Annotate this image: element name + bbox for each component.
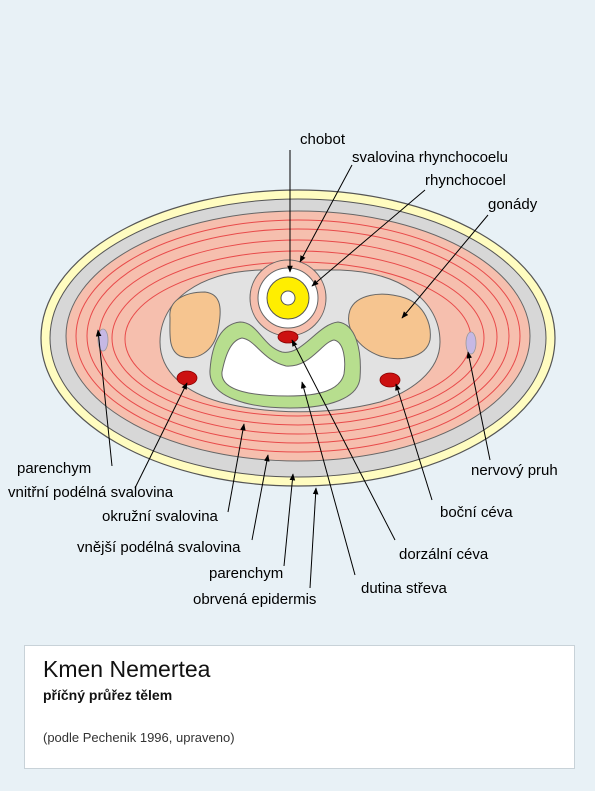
gonad-left — [169, 291, 221, 359]
label-nervovy-pruh: nervový pruh — [471, 462, 558, 479]
label-dutina-streva: dutina střeva — [361, 580, 447, 597]
label-gonady: gonády — [488, 196, 538, 213]
label-chobot: chobot — [300, 131, 346, 148]
lateral-vessel-right — [379, 372, 401, 388]
label-vnitrni-podelna-svalovina: vnitřní podélná svalovina — [8, 484, 174, 501]
leader-lines — [95, 150, 491, 589]
caption-title: Kmen Nemertea — [43, 656, 211, 682]
nerve-cord-right — [465, 331, 477, 355]
label-parenchym-left: parenchym — [17, 460, 92, 477]
gonad-right — [348, 293, 431, 360]
caption-subtitle: příčný průřez tělem — [43, 687, 173, 703]
gut-lumen — [221, 337, 346, 397]
label-okruzni-svalovina: okružní svalovina — [102, 508, 218, 525]
label-parenchym-bottom: parenchym — [209, 565, 284, 582]
caption-box: Kmen Nemertea příčný průřez tělem (podle… — [24, 645, 575, 769]
label-dorzalni-ceva: dorzální céva — [399, 546, 489, 563]
proboscis-lumen — [280, 290, 296, 306]
label-obrvena-epidermis: obrvená epidermis — [193, 591, 317, 608]
lateral-vessel-left — [176, 370, 198, 386]
label-svalovina-rhynchocoelu: svalovina rhynchocoelu — [352, 149, 508, 166]
label-bocni-ceva: boční céva — [440, 504, 513, 521]
label-rhynchocoel: rhynchocoel — [425, 172, 506, 189]
label-vnejsi-podelna-svalovina: vnější podélná svalovina — [77, 539, 241, 556]
dorsal-vessel — [277, 330, 299, 344]
caption-source: (podle Pechenik 1996, upraveno) — [43, 730, 235, 745]
